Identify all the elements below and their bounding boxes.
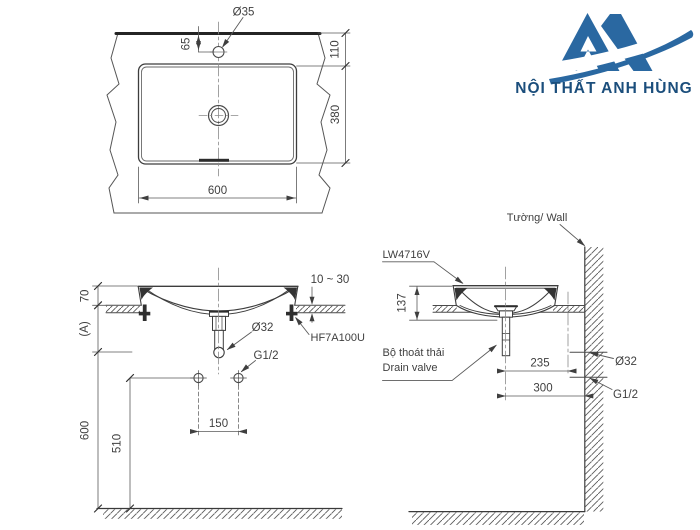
fixing-bolts xyxy=(138,304,298,321)
counter-section xyxy=(105,304,346,314)
wall-supply-callout: G1/2 xyxy=(589,377,638,401)
logo-swoosh xyxy=(549,30,694,85)
counter-hatch-side-left xyxy=(433,306,457,313)
drain-diameter-callout-front: Ø32 xyxy=(226,322,274,350)
floor-hatch-right xyxy=(412,512,584,525)
drain-to-supply-text: 235 xyxy=(530,358,549,370)
drain-valve-text-en: Drain valve xyxy=(383,362,438,374)
dim-back-offset-and-depth: 110 380 xyxy=(296,28,351,168)
brand-name-text: NỘI THẤT ANH HÙNG xyxy=(515,79,692,97)
counter-break-right xyxy=(316,32,331,214)
wall-callout: Tường/ Wall xyxy=(507,212,586,247)
supply-spacing-text: 150 xyxy=(209,418,228,430)
drain-diameter-text-front: Ø32 xyxy=(252,322,274,334)
dim-supply-spacing: 150 xyxy=(190,418,247,434)
counter-break-left xyxy=(106,32,120,214)
model-callout: LW4716V xyxy=(382,249,464,284)
fixing-kit-text: HF7A100U xyxy=(311,332,365,344)
dim-left-stack: 70 (A) 600 xyxy=(79,281,138,513)
drain-valve-text-vi: Bộ thoát thải xyxy=(383,347,445,359)
adjustable-height-text: (A) xyxy=(79,321,91,337)
drain-height-text: 600 xyxy=(80,421,92,440)
counter-hatch-right xyxy=(296,305,345,313)
basin-height-text: 137 xyxy=(397,293,409,312)
rim-shadow-right xyxy=(283,287,297,300)
supply-points xyxy=(190,370,247,438)
basin-depth-text: 380 xyxy=(330,105,342,124)
side-section-view: 137 235 300 Ø32 G1/2 xyxy=(382,212,638,525)
wall-drain-text: Ø32 xyxy=(615,356,637,368)
brand-logo: NỘI THẤT ANH HÙNG xyxy=(515,13,694,97)
drain-outer-circle xyxy=(207,104,230,127)
overflow-slot xyxy=(199,158,229,162)
supply-thread-callout-front: G1/2 xyxy=(240,350,279,373)
wall-label-text: Tường/ Wall xyxy=(507,212,568,224)
dim-faucet-diameter: Ø35 xyxy=(222,7,255,48)
supply-height-text: 510 xyxy=(112,434,124,453)
floor-hatch-left xyxy=(103,509,342,519)
faucet-diameter-text: Ø35 xyxy=(233,7,255,19)
brand-logo-mark xyxy=(546,13,694,85)
drain-assembly-front xyxy=(209,310,229,359)
front-elevation-view: 70 (A) 600 510 150 xyxy=(79,267,365,519)
dim-drain-to-wall: 300 xyxy=(497,383,594,399)
fixing-kit-callout: HF7A100U xyxy=(295,316,365,344)
basin-width-text: 600 xyxy=(208,185,227,197)
supply-thread-text-front: G1/2 xyxy=(254,350,279,362)
wall-supply-text: G1/2 xyxy=(613,389,638,401)
dim-drain-to-supply: 235 xyxy=(497,358,577,374)
model-text: LW4716V xyxy=(383,249,431,261)
drain-to-wall-text: 300 xyxy=(533,383,552,395)
dim-counter-thickness: 10 ~ 30 xyxy=(309,274,350,323)
basin-profile xyxy=(137,285,299,315)
wall-drain-callout: Ø32 xyxy=(589,352,637,368)
counter-thickness-text: 10 ~ 30 xyxy=(311,274,350,286)
counter-hatch-left xyxy=(106,305,140,313)
drain-valve-callout: Bộ thoát thải Drain valve xyxy=(382,344,497,382)
rim-shadow-side-right xyxy=(543,288,557,301)
back-offset-text: 110 xyxy=(330,40,342,58)
logo-swoosh-gap xyxy=(546,23,694,77)
rim-shadow-left xyxy=(139,287,153,300)
rim-shadow-side-left xyxy=(454,288,468,301)
drain-assembly-side xyxy=(494,305,518,357)
dim-basin-width: 600 xyxy=(138,166,297,204)
top-plan-view: Ø35 65 110 380 600 xyxy=(106,7,351,214)
counter-hatch-side-right xyxy=(553,306,585,313)
dim-faucet-offset: 65 xyxy=(181,26,215,53)
dim-basin-height: 137 xyxy=(397,285,498,321)
rim-height-text: 70 xyxy=(80,290,92,303)
basin-outline-outer xyxy=(137,63,298,165)
drain-pipe-end xyxy=(213,346,225,359)
dim-supply-height: 510 xyxy=(112,373,194,513)
faucet-offset-text: 65 xyxy=(181,38,193,51)
